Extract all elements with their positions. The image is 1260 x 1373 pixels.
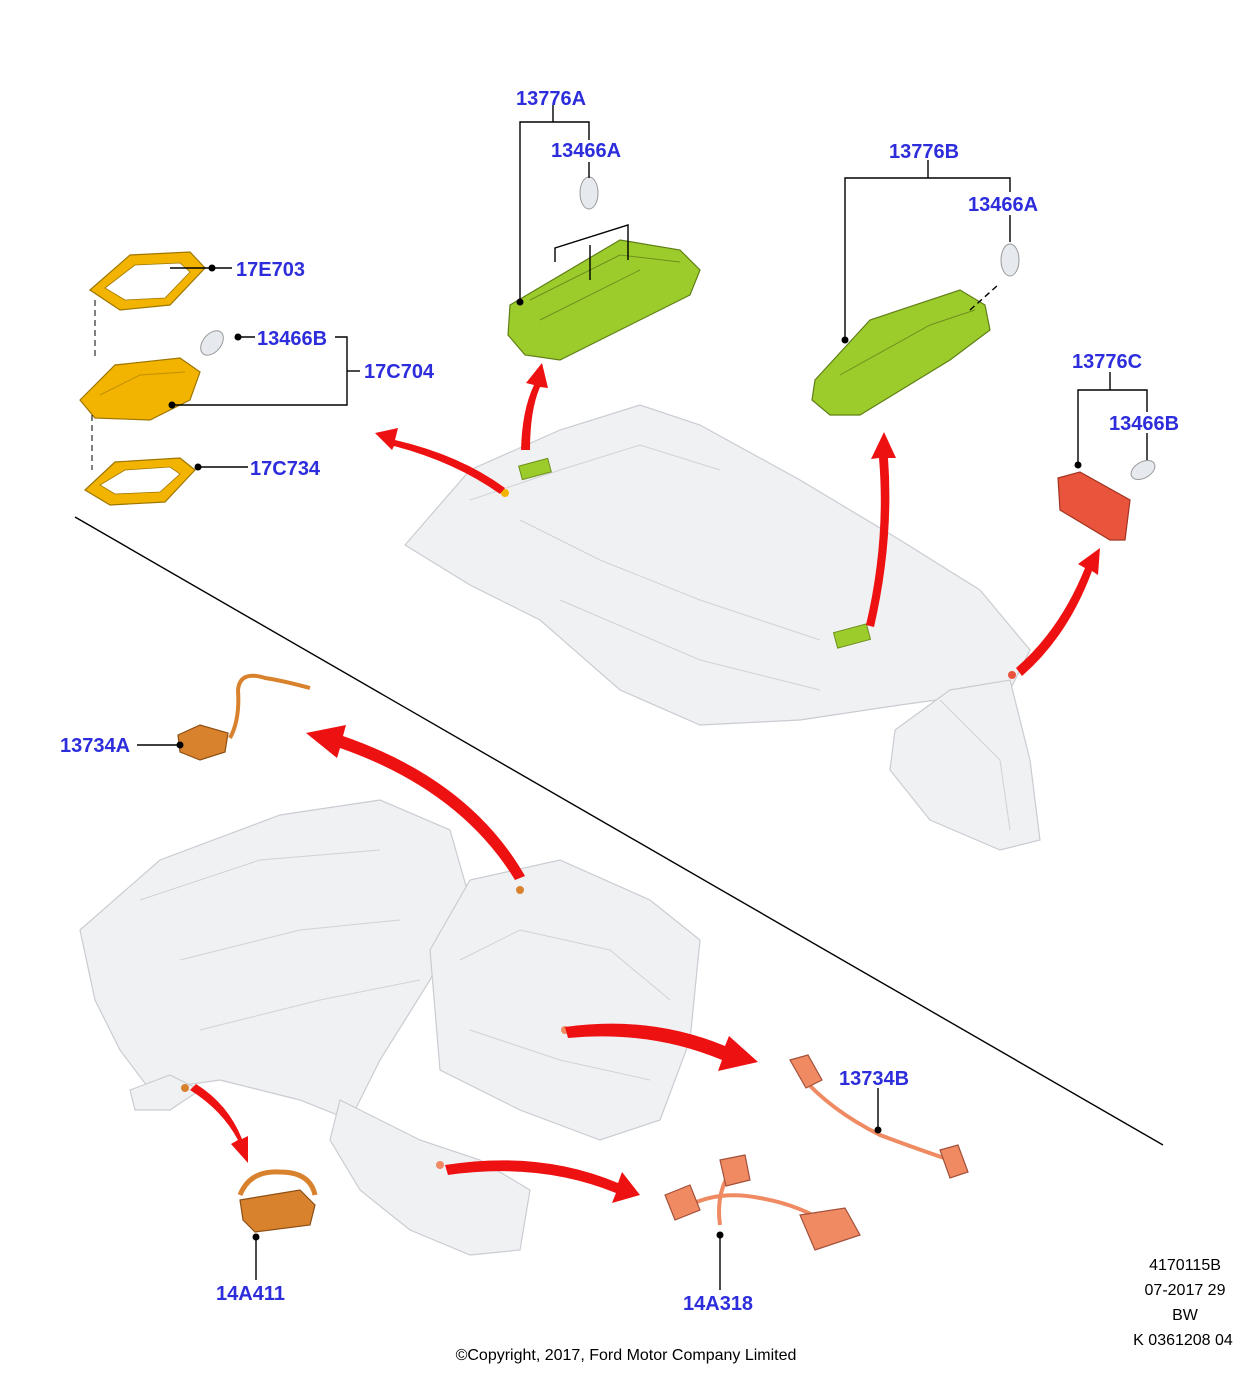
- harness-13734A: [177, 673, 311, 761]
- label-17C704: 17C704: [364, 361, 435, 383]
- label-17C734: 17C734: [250, 458, 321, 480]
- label-14A411: 14A411: [216, 1283, 285, 1305]
- harness-13734B: [789, 1054, 969, 1179]
- arrow-to-13734B: [565, 1023, 758, 1071]
- arrows: [190, 363, 1100, 1203]
- label-13466B-right: 13466B: [1109, 413, 1179, 435]
- meta-line-3: BW: [1172, 1307, 1199, 1324]
- arrow-to-14A411: [190, 1084, 248, 1163]
- arrow-to-17C704: [375, 428, 505, 494]
- bulb-icon: [1130, 460, 1156, 480]
- arrow-to-13776A: [521, 363, 548, 450]
- headliner-illustration: [404, 404, 1041, 851]
- label-13466A-right: 13466A: [968, 194, 1038, 216]
- arrow-to-13734A: [306, 725, 525, 880]
- lamp-13776C: [1057, 460, 1156, 541]
- dashboard-illustration: [79, 799, 701, 1256]
- label-17E703: 17E703: [236, 259, 305, 281]
- copyright-text: ©Copyright, 2017, Ford Motor Company Lim…: [456, 1347, 797, 1364]
- bulb-icon: [1000, 243, 1020, 277]
- label-13776A: 13776A: [516, 88, 586, 110]
- label-13734A: 13734A: [60, 735, 130, 757]
- section-divider: [74, 516, 1164, 1146]
- label-13466B-left: 13466B: [257, 328, 327, 350]
- arrow-to-13776C: [1016, 548, 1100, 676]
- leader-lines: [137, 105, 1148, 1290]
- bulb-icon: [579, 176, 599, 210]
- arrow-to-14A318: [445, 1160, 640, 1203]
- label-13776B: 13776B: [889, 141, 959, 163]
- meta-line-1: 4170115B: [1149, 1257, 1221, 1274]
- harness-14A411: [237, 1169, 318, 1233]
- bulb-icon: [200, 330, 224, 356]
- meta-line-2: 07-2017 29: [1145, 1282, 1226, 1299]
- meta-line-4: K 0361208 04: [1133, 1332, 1233, 1349]
- harness-14A318: [664, 1154, 861, 1251]
- lamp-13776A: [507, 176, 701, 361]
- label-13734B: 13734B: [839, 1068, 909, 1090]
- part-labels: 13776A 13466A 13776B 13466A 17E703 13466…: [60, 88, 1179, 1315]
- drawing-meta: 4170115B 07-2017 29 BW K 0361208 04: [1133, 1257, 1233, 1349]
- label-14A318: 14A318: [683, 1293, 753, 1315]
- lamp-17C704-assembly: [79, 251, 224, 506]
- label-13776C: 13776C: [1072, 351, 1142, 373]
- arrow-to-13776B: [866, 432, 896, 627]
- lamp-13776B: [811, 243, 1020, 416]
- label-13466A-top: 13466A: [551, 140, 621, 162]
